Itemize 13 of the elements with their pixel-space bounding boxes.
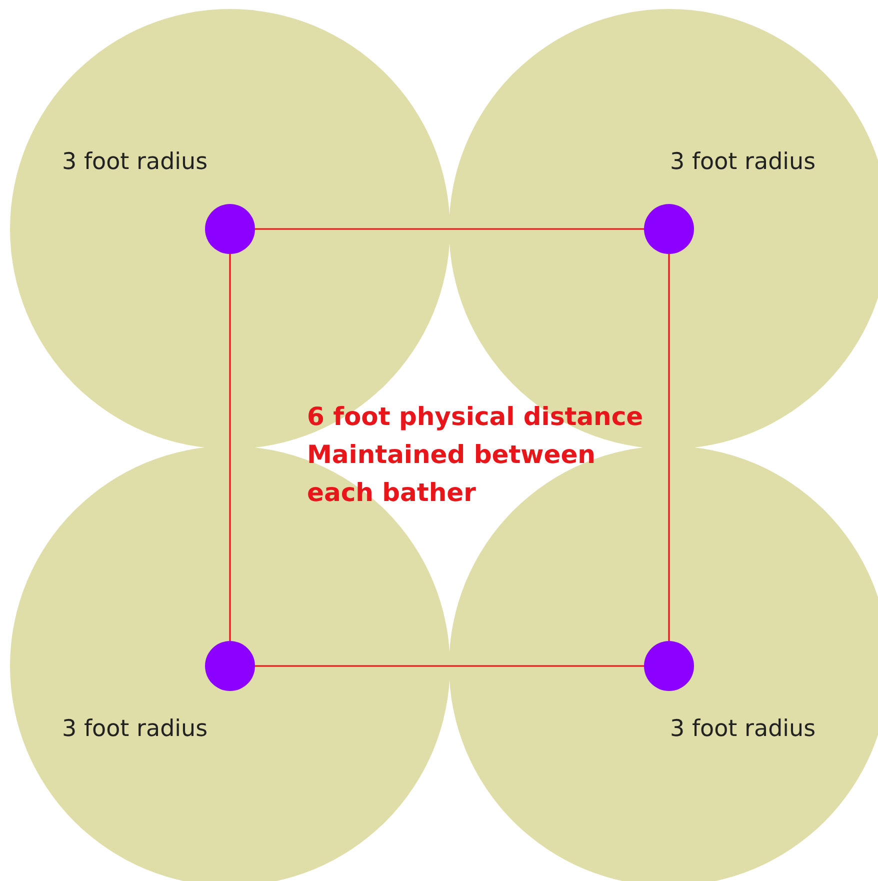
radius-label: 3 foot radius [670, 716, 816, 742]
bather-dot [205, 641, 255, 691]
distance-line [668, 254, 670, 641]
bather-dot [644, 641, 694, 691]
radius-label: 3 foot radius [62, 149, 208, 175]
distance-line [255, 228, 644, 230]
radius-label: 3 foot radius [670, 149, 816, 175]
bather-dot [205, 204, 255, 254]
radius-label: 3 foot radius [62, 716, 208, 742]
bather-dot [644, 204, 694, 254]
distance-note: 6 foot physical distance Maintained between each bather [307, 401, 644, 509]
distance-line [229, 254, 231, 641]
distance-line [255, 665, 644, 667]
